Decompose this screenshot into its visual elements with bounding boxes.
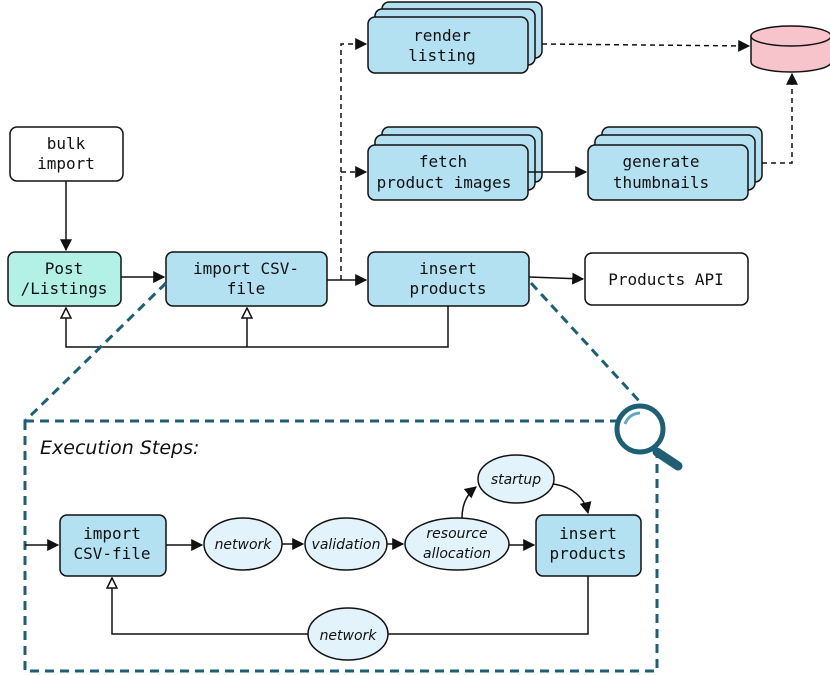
bulk-import-label-2: import	[37, 154, 95, 173]
execution-steps-panel	[23, 419, 659, 673]
zoom-connector-left	[23, 281, 168, 423]
generate-thumbnails-label-1: generate	[622, 152, 699, 171]
edge-thumbnails-to-db	[762, 72, 798, 164]
exec-network-return-label: network	[320, 628, 378, 644]
exec-edge-resource-to-startup	[461, 486, 477, 519]
exec-resource-label-2: allocation	[423, 546, 491, 562]
exec-edge-startup-to-insert	[552, 483, 592, 515]
exec-validation-label: validation	[312, 537, 381, 553]
insert-products-label-1: insert	[419, 259, 477, 278]
insert-products-label-2: products	[409, 279, 486, 298]
insert-products-node: insert products	[367, 251, 530, 307]
exec-resource-label-1: resource	[426, 526, 487, 542]
zoom-connector-right	[529, 281, 643, 405]
products-api-node: Products API	[584, 252, 749, 306]
exec-insert-products-label-2: products	[549, 544, 626, 563]
fetch-images-label-1: fetch	[419, 152, 467, 171]
fetch-product-images-node: fetch product images	[367, 126, 543, 201]
edge-insert-to-api	[528, 272, 585, 285]
import-csv-node: import CSV- file	[165, 251, 328, 307]
render-listing-node: render listing	[367, 1, 543, 74]
exec-resource-allocation-ellipse: resource allocation	[404, 517, 510, 571]
database-icon	[750, 25, 830, 73]
execution-steps-title: Execution Steps:	[40, 437, 199, 459]
exec-insert-products-label-1: insert	[559, 524, 617, 543]
exec-network-label: network	[215, 537, 273, 553]
exec-startup-ellipse: startup	[477, 454, 555, 504]
exec-network-return-ellipse: network	[307, 607, 389, 661]
exec-import-csv-label-1: import	[83, 524, 141, 543]
post-listings-label-2: /Listings	[21, 279, 108, 298]
products-api-label: Products API	[608, 270, 724, 289]
import-csv-label-1: import CSV-	[193, 259, 299, 278]
generate-thumbnails-label-2: thumbnails	[613, 173, 709, 192]
generate-thumbnails-node: generate thumbnails	[587, 126, 763, 201]
exec-import-csv-label-2: CSV-file	[73, 544, 150, 563]
magnifier-icon	[614, 403, 683, 471]
exec-startup-label: startup	[491, 472, 541, 488]
edge-render-to-db	[541, 39, 751, 52]
exec-validation-ellipse: validation	[304, 517, 388, 571]
exec-insert-products-node: insert products	[535, 514, 642, 577]
exec-network-ellipse: network	[203, 517, 283, 571]
exec-edge-insert-to-network-return	[388, 576, 589, 635]
render-listing-label-1: render	[413, 26, 471, 45]
exec-edge-network-return-to-import	[112, 578, 308, 635]
post-listings-label-1: Post	[45, 259, 84, 278]
bulk-import-label-1: bulk	[47, 134, 86, 153]
post-listings-node: Post /Listings	[7, 251, 122, 307]
exec-import-csv-node: import CSV-file	[59, 514, 167, 577]
fetch-images-label-2: product images	[377, 173, 512, 192]
edge-import-to-render	[340, 38, 368, 280]
edge-insert-to-post-feedback	[66, 306, 449, 348]
bulk-import-node: bulk import	[9, 126, 124, 182]
import-csv-label-2: file	[227, 279, 266, 298]
render-listing-label-2: listing	[408, 46, 475, 65]
